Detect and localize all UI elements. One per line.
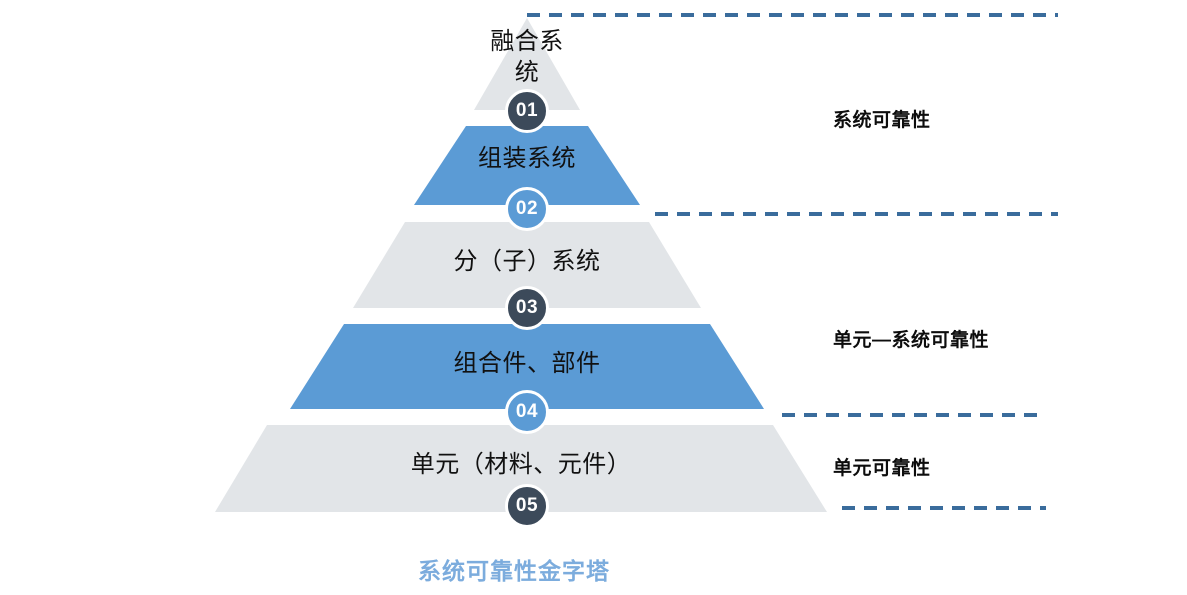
pyramid-band-3[interactable] — [353, 222, 701, 308]
level-badge-05[interactable]: 05 — [505, 484, 549, 528]
side-label-system-reliability: 系统可靠性 — [833, 110, 931, 131]
diagram-caption: 系统可靠性金字塔 — [418, 558, 610, 584]
pyramid-band-1[interactable] — [474, 18, 580, 110]
pyramid-band-2[interactable] — [414, 126, 640, 205]
side-label-unit-system-reliability: 单元—系统可靠性 — [833, 330, 990, 351]
level-badge-03[interactable]: 03 — [505, 286, 549, 330]
level-badge-01[interactable]: 01 — [505, 89, 549, 133]
level-badge-02[interactable]: 02 — [505, 187, 549, 231]
pyramid-band-5[interactable] — [215, 425, 827, 512]
pyramid-band-4[interactable] — [290, 324, 764, 409]
side-label-unit-reliability: 单元可靠性 — [833, 458, 931, 479]
level-badge-04[interactable]: 04 — [505, 390, 549, 434]
